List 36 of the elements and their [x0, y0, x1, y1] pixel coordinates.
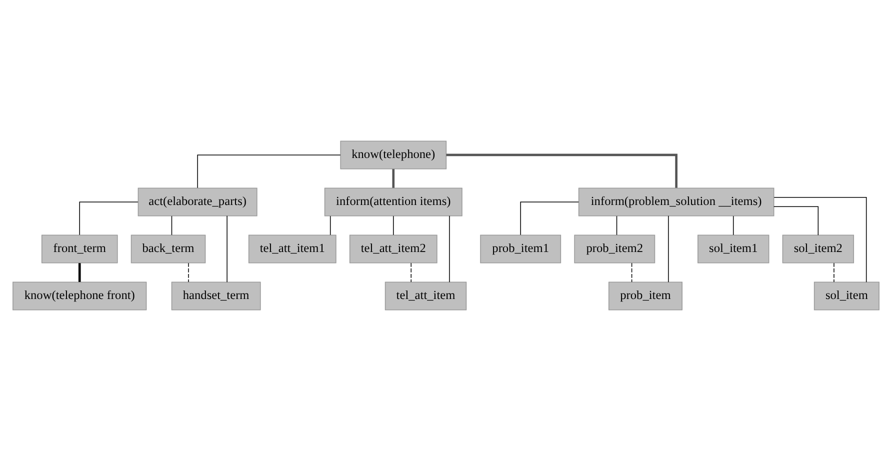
node-box: know(telephone) [340, 140, 447, 170]
node-box: sol_item [814, 282, 880, 310]
connector [732, 216, 734, 236]
node-box: tel_att_item2 [349, 234, 438, 264]
connector [392, 169, 395, 188]
node-box: tel_att_item [384, 282, 467, 310]
connector [616, 216, 618, 236]
node-box: handset_term [171, 282, 261, 310]
node-box: act(elaborate_parts) [138, 188, 258, 216]
node-box: know(telephone front) [12, 282, 147, 310]
connector [330, 216, 331, 236]
connector [226, 215, 228, 282]
node-box: inform(problem_solution __items) [578, 188, 774, 216]
connector [393, 216, 394, 236]
node-box: front_term [41, 234, 118, 264]
connector [520, 202, 579, 236]
node-box: sol_item2 [782, 234, 854, 264]
connector [449, 215, 450, 282]
node-box: back_term [130, 234, 206, 264]
connector [410, 262, 412, 282]
node-box: tel_att_item1 [248, 234, 336, 264]
connector [446, 154, 678, 188]
connector [78, 263, 81, 282]
connector [631, 262, 632, 282]
connector [188, 262, 189, 282]
connector [197, 154, 341, 188]
node-box: prob_item [608, 282, 682, 310]
connector [774, 196, 867, 282]
node-box: prob_item2 [574, 234, 656, 264]
connector [79, 202, 138, 236]
node-box: sol_item1 [698, 234, 770, 264]
node-box: inform(attention items) [324, 188, 462, 216]
connector [171, 216, 172, 236]
connector [668, 215, 669, 282]
connector [773, 206, 819, 236]
node-box: prob_item1 [480, 234, 562, 264]
